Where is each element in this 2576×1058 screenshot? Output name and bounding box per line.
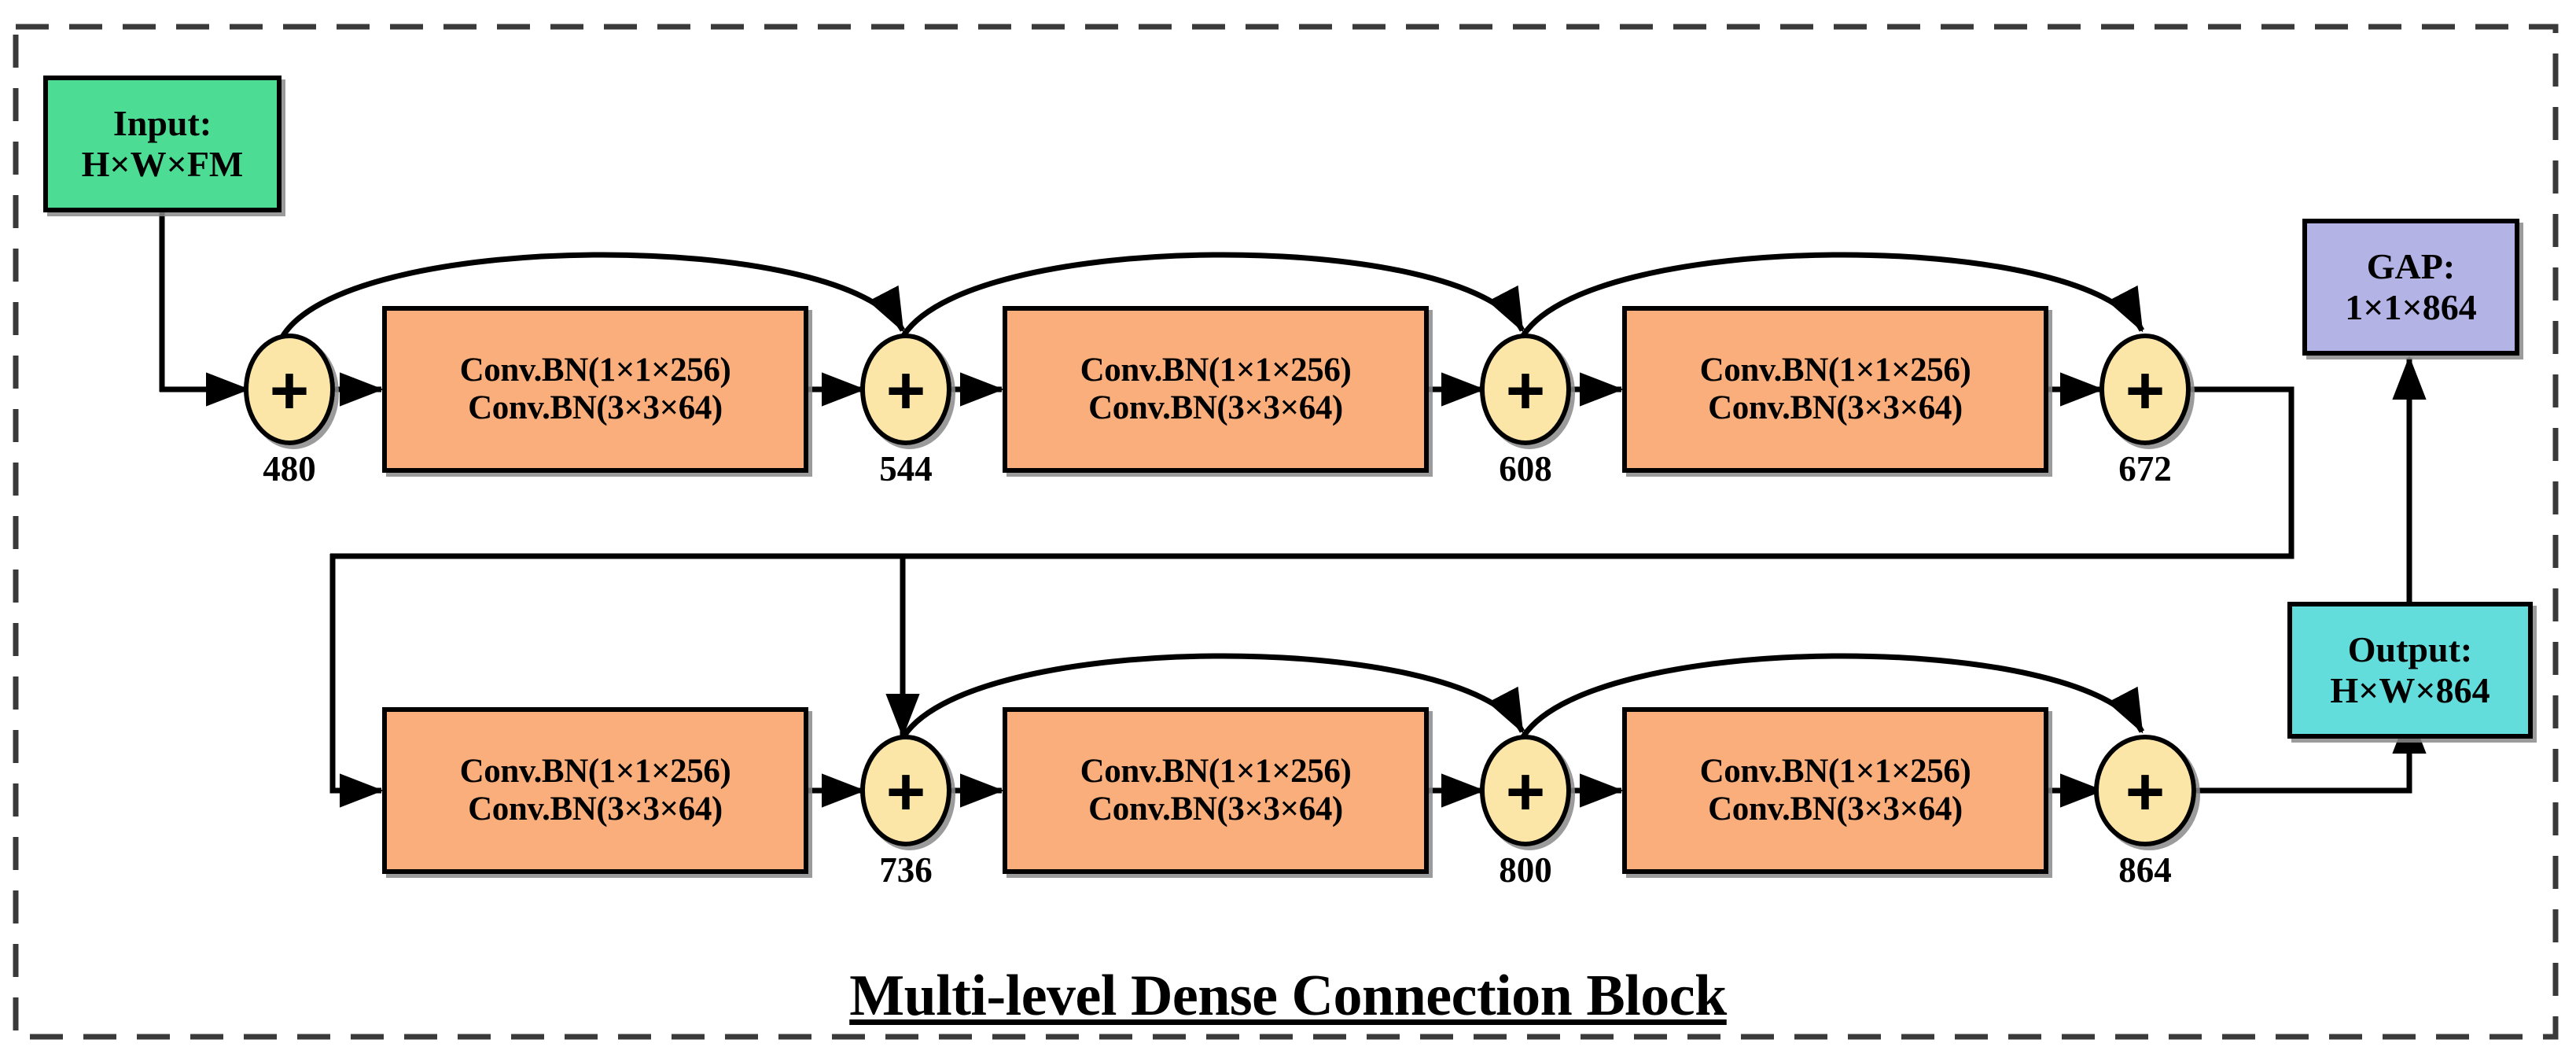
skip-arc-544-608 [898, 252, 1525, 341]
skip-arc-608-672 [1518, 252, 2145, 341]
channel-label-736: 736 [879, 850, 933, 890]
plus-icon-480: + [269, 353, 310, 429]
add-node-480[interactable] [244, 334, 335, 445]
add-node-608[interactable] [1480, 334, 1571, 445]
conv-block-bottom-2[interactable] [1003, 707, 1429, 874]
add-node-864[interactable] [2094, 735, 2196, 846]
dashed-frame [13, 24, 2559, 1040]
channel-label-544: 544 [879, 449, 933, 488]
plus-icon-864: + [2125, 754, 2166, 830]
input-box[interactable] [43, 76, 282, 212]
skip-arc-800-864 [1518, 653, 2145, 743]
add-node-736[interactable] [860, 735, 951, 846]
channel-label-672: 672 [2118, 449, 2172, 488]
conv-block-top-2[interactable] [1003, 306, 1429, 473]
gap-box[interactable] [2302, 219, 2519, 356]
output-box[interactable] [2287, 602, 2533, 739]
conv-block-top-1[interactable] [382, 306, 808, 473]
add-node-800[interactable] [1480, 735, 1571, 846]
conv-block-bottom-3[interactable] [1622, 707, 2048, 874]
channel-label-800: 800 [1499, 850, 1552, 890]
plus-icon-544: + [885, 353, 926, 429]
skip-arc-480-544 [278, 252, 906, 341]
conv-block-top-3[interactable] [1622, 306, 2048, 473]
conv-block-bottom-1[interactable] [382, 707, 808, 874]
plus-icon-800: + [1505, 754, 1546, 830]
plus-icon-672: + [2125, 353, 2166, 429]
figure-title: Multi-level Dense Connection Block [849, 964, 1727, 1028]
wire-bus-to-conv-bottom-1 [329, 554, 384, 808]
add-node-672[interactable] [2099, 334, 2191, 445]
channel-label-864: 864 [2118, 850, 2172, 890]
skip-arc-736-800 [898, 653, 1525, 743]
wire-node672-bus [330, 386, 2294, 559]
add-node-544[interactable] [860, 334, 951, 445]
plus-icon-608: + [1505, 353, 1546, 429]
plus-icon-736: + [885, 754, 926, 830]
channel-label-480: 480 [263, 449, 316, 488]
channel-label-608: 608 [1499, 449, 1552, 488]
